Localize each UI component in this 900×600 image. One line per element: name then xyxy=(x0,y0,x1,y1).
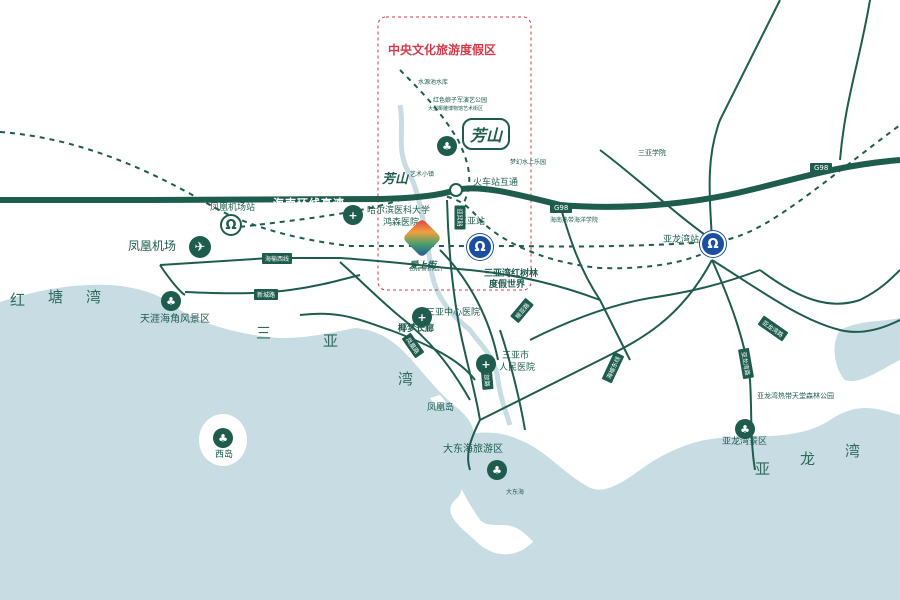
label-tianya: 天涯海角风景区 xyxy=(140,314,210,325)
rail-line-1 xyxy=(0,124,900,248)
road-tag-haiyu-west: 海榆西线 xyxy=(262,253,293,264)
road-yalong-1 xyxy=(711,259,756,471)
palm-tree-icon-xidao[interactable]: ♣ xyxy=(213,428,233,448)
road-north xyxy=(839,0,871,161)
label-sanya-college: 三亚学院 xyxy=(638,149,666,157)
label-phoenix-island: 凤凰岛 xyxy=(427,403,455,413)
railway-station-icon-fenghuang[interactable]: Ω xyxy=(220,214,242,236)
label-mangrove-1: 三亚湾红树林 xyxy=(484,269,539,279)
label-central-hospital: 三亚中心医院 xyxy=(426,308,481,318)
road-coastal xyxy=(299,312,476,381)
hospital-cross-icon-harbin[interactable]: + xyxy=(343,205,363,225)
palm-tree-icon-tianya[interactable]: ♣ xyxy=(161,291,181,311)
road-yingbin xyxy=(446,199,481,421)
rail-line-2 xyxy=(229,194,713,270)
hospital-cross-icon-central[interactable]: + xyxy=(412,307,432,327)
label-fenghuang-airport-station: 凤凰机场站 xyxy=(210,203,256,213)
label-yemeng: 椰梦长廊 xyxy=(398,324,435,334)
road-east-2 xyxy=(529,269,761,341)
road-jiefang xyxy=(499,329,526,431)
label-sanya-station: 三亚站 xyxy=(458,217,486,227)
label-fenghuang-airport: 凤凰机场 xyxy=(128,239,177,253)
art-park-logo-top: 芳山 xyxy=(462,118,511,150)
sea-label-yalong-3: 湾 xyxy=(845,442,862,460)
zone-title: 中央文化旅游度假区 xyxy=(388,43,497,57)
ring-expressway xyxy=(0,157,900,210)
sea-label-sanya-3: 湾 xyxy=(398,370,415,388)
airplane-icon[interactable]: ✈ xyxy=(189,236,211,258)
interchange-node xyxy=(449,183,463,197)
label-tropical-ocean-college: 海南热带海洋学院 xyxy=(550,217,599,224)
label-train-station-east: 火车站互通 xyxy=(473,178,519,188)
label-harbin-1: 哈尔滨医科大学 xyxy=(367,206,431,216)
label-peoples-hospital-2: 人民医院 xyxy=(499,363,536,373)
railway-station-icon-yalongwan[interactable]: Ω xyxy=(700,231,726,257)
sea-label-yalong-1: 亚 xyxy=(755,460,772,478)
label-yalongwan-station: 亚龙湾站 xyxy=(663,235,700,245)
road-tag-new: 新城路 xyxy=(254,289,279,300)
label-dadonghai-scenic: 大东海旅游区 xyxy=(443,444,503,455)
g98-shield-2: G98 xyxy=(810,163,833,173)
sea-label-yalong-2: 龙 xyxy=(800,450,817,468)
sea-label-hongtang-1: 红 xyxy=(10,291,27,309)
coast-east-inlet xyxy=(834,318,900,381)
label-harbin-2: 鸿森医院 xyxy=(383,218,420,228)
road-yalong-2 xyxy=(711,259,900,333)
label-dream-water: 梦幻水上乐园 xyxy=(510,159,547,166)
road-to-dadonghai xyxy=(467,419,481,471)
hospital-cross-icon-peoples[interactable]: + xyxy=(476,354,496,374)
road-fenghuang xyxy=(339,261,471,401)
label-red-boat-2: 大型椰雕博物馆艺术街区 xyxy=(428,106,484,112)
palm-tree-icon-red-boat[interactable]: ♣ xyxy=(437,136,457,156)
art-park-logo: 芳山 xyxy=(382,172,409,187)
phoenix-island xyxy=(430,395,446,406)
ring-expressway-label: 海南环线高速 xyxy=(273,197,345,210)
label-peoples-hospital-1: 三亚市 xyxy=(502,351,530,361)
art-park-sub: 艺术小镇 xyxy=(410,171,435,178)
sea-yalong xyxy=(695,417,900,600)
road-central xyxy=(439,249,499,361)
label-xidao: 西岛 xyxy=(215,450,234,460)
sea-label-sanya-2: 亚 xyxy=(323,332,340,350)
g98-shield-1: G98 xyxy=(550,203,573,213)
road-east-1 xyxy=(479,259,713,421)
road-north-east xyxy=(708,0,781,241)
sea-hongtang-sanya xyxy=(0,284,590,600)
sanya-river xyxy=(397,104,513,426)
label-red-boat-1: 红色娘子军演艺公园 xyxy=(433,97,488,104)
palm-tree-icon-yalong[interactable]: ♣ xyxy=(735,419,755,439)
label-mangrove-2: 度假世界 xyxy=(489,280,526,290)
love-street-sub: LOVE IN STREET xyxy=(410,267,443,272)
road-sanya-college xyxy=(599,149,713,241)
road-e1 xyxy=(559,204,631,361)
sea-label-sanya-1: 三 xyxy=(256,324,273,342)
label-dadonghai: 大东海 xyxy=(506,489,525,496)
rail-line-3 xyxy=(399,69,471,211)
road-new xyxy=(184,274,361,295)
label-yalong-scenic: 亚龙湾景区 xyxy=(722,437,768,447)
love-street-logo: 爱上街 xyxy=(409,261,437,271)
road-east-3 xyxy=(759,269,900,305)
label-yalong-forest: 亚龙湾热带天堂森林公园 xyxy=(757,392,834,400)
sea-label-hongtang-2: 塘 xyxy=(48,288,65,306)
road-e2 xyxy=(469,269,601,301)
road-west-1 xyxy=(159,264,186,296)
railway-station-icon-sanya[interactable]: Ω xyxy=(467,234,493,260)
palm-tree-icon-dadonghai[interactable]: ♣ xyxy=(487,460,507,480)
label-reservoir: 水源池水库 xyxy=(418,79,449,86)
sea-label-hongtang-3: 湾 xyxy=(86,288,103,306)
